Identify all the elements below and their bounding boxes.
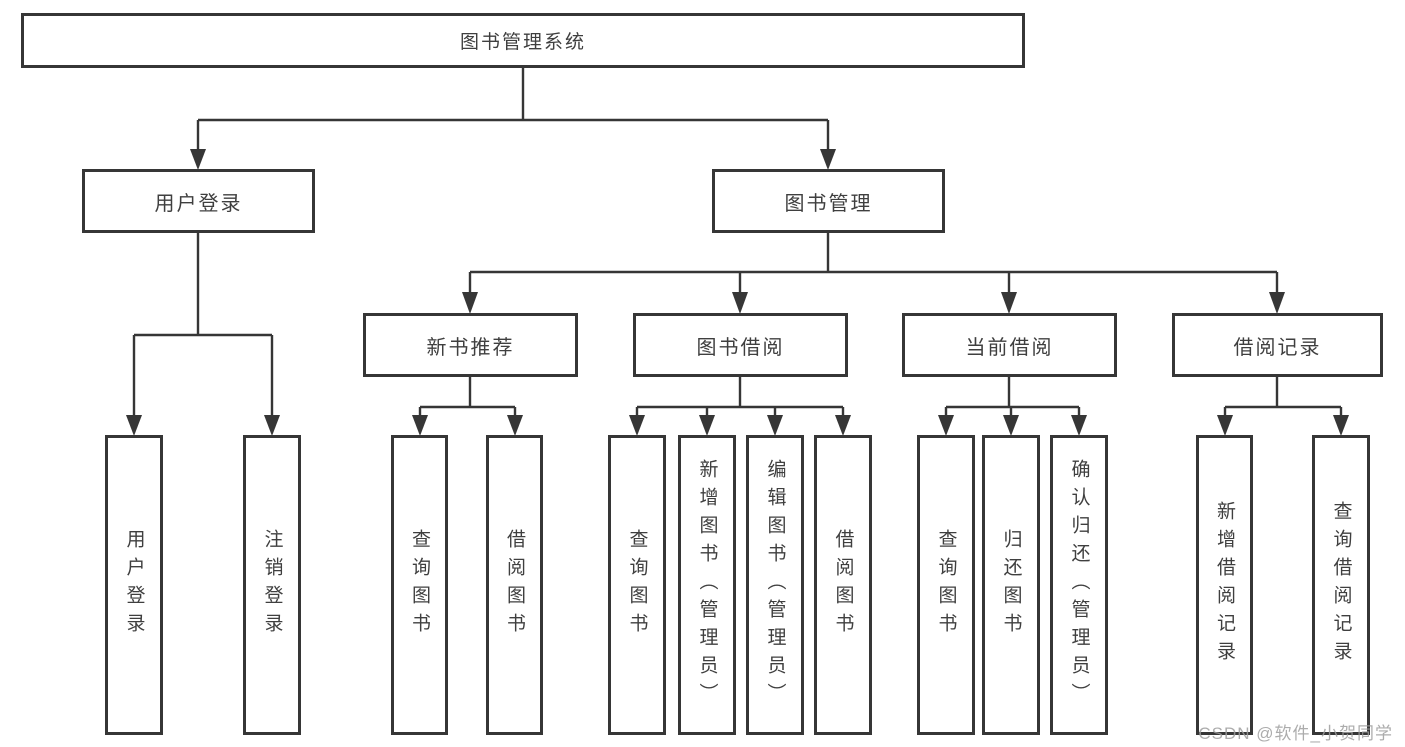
node-label: 图书管理系统 — [459, 32, 586, 53]
leaf-query-borrow-record: 查询借阅记录 — [1312, 435, 1370, 735]
node-label: 借阅图书 — [504, 529, 525, 641]
node-label: 图书管理 — [784, 192, 873, 215]
node-label: 查询图书 — [409, 529, 430, 641]
csdn-watermark: CSDN @软件_小贺同学 — [1198, 724, 1393, 743]
leaf-add-books-admin: 新增图书（管理员） — [678, 435, 736, 735]
leaf-user-login: 用户登录 — [105, 435, 163, 735]
leaf-query-books-current: 查询图书 — [917, 435, 975, 735]
node-user-login-branch: 用户登录 — [82, 169, 315, 233]
leaf-add-borrow-record: 新增借阅记录 — [1196, 435, 1253, 735]
node-label: 查询图书 — [626, 529, 648, 641]
node-label: 归还图书 — [1000, 529, 1022, 641]
node-current-borrowing: 当前借阅 — [902, 313, 1117, 377]
leaf-query-books-recommend: 查询图书 — [391, 435, 448, 735]
leaf-borrow-books: 借阅图书 — [814, 435, 872, 735]
node-label: 用户登录 — [154, 192, 243, 215]
node-label: 注销登录 — [261, 529, 283, 641]
leaf-logout: 注销登录 — [243, 435, 301, 735]
node-label: 用户登录 — [123, 529, 145, 641]
node-borrowing-records: 借阅记录 — [1172, 313, 1383, 377]
node-label: 借阅记录 — [1233, 336, 1322, 359]
leaf-borrow-books-recommend: 借阅图书 — [486, 435, 543, 735]
node-label: 图书借阅 — [696, 336, 785, 359]
node-new-book-recommendation: 新书推荐 — [363, 313, 578, 377]
node-label: 新增图书（管理员） — [696, 459, 718, 711]
node-label: 编辑图书（管理员） — [764, 459, 786, 711]
node-label: 确认归还（管理员） — [1068, 459, 1090, 711]
leaf-return-books: 归还图书 — [982, 435, 1040, 735]
leaf-query-books-borrowing: 查询图书 — [608, 435, 666, 735]
node-label: 借阅图书 — [832, 529, 854, 641]
leaf-confirm-return-admin: 确认归还（管理员） — [1050, 435, 1108, 735]
node-label: 新书推荐 — [426, 336, 515, 359]
node-book-borrowing: 图书借阅 — [633, 313, 848, 377]
node-label: 查询借阅记录 — [1330, 501, 1352, 669]
node-library-system: 图书管理系统 — [21, 13, 1025, 68]
node-label: 当前借阅 — [965, 336, 1054, 359]
node-label: 新增借阅记录 — [1214, 501, 1235, 669]
leaf-edit-books-admin: 编辑图书（管理员） — [746, 435, 804, 735]
node-label: 查询图书 — [935, 529, 957, 641]
node-book-management: 图书管理 — [712, 169, 945, 233]
